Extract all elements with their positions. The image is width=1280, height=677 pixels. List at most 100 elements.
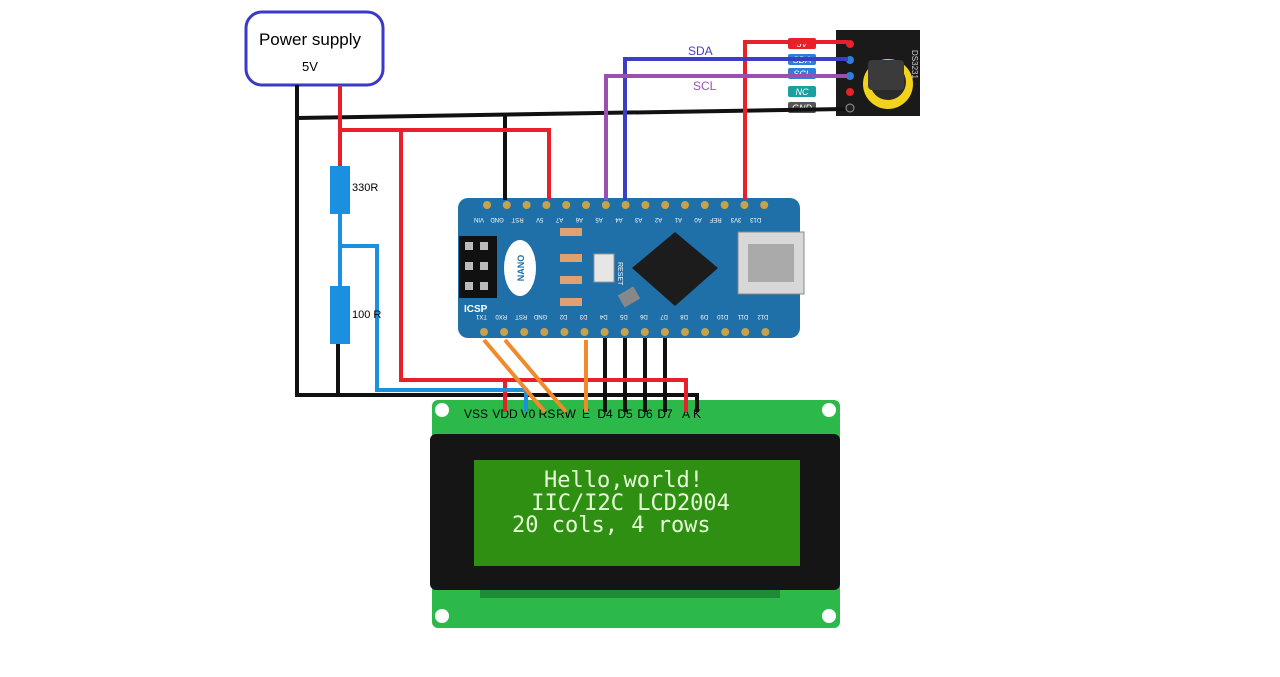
lcd-screen (474, 460, 800, 566)
top-pin-a1 (681, 201, 689, 209)
top-pin-gnd (502, 201, 511, 209)
bottom-pin-gnd (540, 328, 549, 336)
bottom-pin-label: TX1 (475, 313, 487, 319)
top-pin-3v3 (740, 201, 749, 209)
bottom-pin-label: D12 (757, 313, 769, 319)
top-pin-a4 (621, 201, 630, 209)
usb-port (748, 244, 794, 282)
top-pin-5v (542, 201, 551, 209)
lcd-pin-vdd: VDD (492, 407, 518, 421)
lcd-pin-rw: RW (556, 407, 576, 421)
reset-button[interactable] (593, 253, 615, 283)
bottom-pin-d2 (560, 328, 569, 336)
wire-rs (482, 338, 547, 414)
power-supply-voltage: 5V (302, 59, 318, 74)
resistor-330: 330R (330, 166, 378, 214)
resistor-330-body (330, 166, 350, 214)
resistor-100: 100 R (330, 286, 381, 344)
bottom-pin-d6 (640, 328, 649, 336)
lcd-pin-d7: D7 (657, 407, 673, 421)
top-pin-label: VIN (474, 216, 484, 222)
top-pin-label: RST (511, 216, 523, 222)
bottom-pin-label: RST (515, 313, 527, 319)
bottom-pin-d4 (600, 328, 609, 336)
bottom-pin-label: D10 (717, 313, 729, 319)
top-pin-label: A5 (595, 216, 603, 222)
rtc-chip (868, 60, 904, 90)
top-pin-a5 (601, 201, 610, 209)
wire-gnd-rtc (296, 107, 846, 120)
rtc-pin-nc (846, 88, 854, 96)
top-pin-vin (483, 201, 491, 209)
rtc-tag-nc-text: NC (796, 87, 809, 97)
led-tx (560, 276, 582, 284)
lcd-pin-d5: D5 (617, 407, 633, 421)
lcd-pin-k: K (693, 407, 701, 421)
rtc-pin-gnd (845, 103, 855, 113)
power-supply-box (244, 10, 385, 87)
lcd-pin-a: A (682, 407, 690, 421)
lcd-pin-d4: D4 (597, 407, 613, 421)
lcd-mount-hole-tr (822, 403, 836, 417)
top-pin-label: A4 (615, 216, 623, 222)
wire-sda (623, 57, 848, 200)
rtc-model-text: DS3231 (910, 50, 919, 79)
reset-label: RESET (616, 262, 623, 286)
bottom-pin-d5 (620, 328, 629, 336)
bottom-pin-tx1 (480, 328, 488, 336)
top-pin-label: 5V (536, 216, 543, 222)
led-rx (560, 298, 582, 306)
power-supply-title: Power supply (259, 30, 362, 49)
icsp-label: ICSP (464, 304, 488, 315)
rtc-tag-nc (788, 86, 816, 97)
wire-v0 (338, 214, 528, 412)
bottom-pin-d3 (580, 328, 589, 336)
lcd-line-2: IIC/I2C LCD2004 (518, 491, 730, 516)
top-pin-a2 (661, 201, 670, 209)
bottom-pin-label: D11 (737, 313, 748, 319)
wire-scl (604, 74, 848, 200)
wire-3v3-rtc (743, 40, 848, 200)
wire-5v-lcd-a (399, 130, 688, 412)
top-pin-label: A6 (575, 216, 583, 222)
wires (295, 40, 848, 414)
top-pin-a3 (641, 201, 650, 209)
top-pin-label: GND (490, 216, 504, 222)
bottom-pin-label: D7 (660, 313, 668, 319)
led-on (560, 254, 582, 262)
wire-5v-arduino (338, 85, 551, 200)
top-pin-label: A7 (555, 216, 563, 222)
bottom-pin-label: D8 (680, 313, 688, 319)
resistor-100-label: 100 R (352, 309, 381, 321)
lcd-pin-vss: VSS (464, 407, 488, 421)
nano-logo-bg (504, 240, 536, 296)
top-pin-a7 (562, 201, 571, 209)
top-pin-label: REF (709, 216, 721, 222)
bottom-pin-d9 (701, 328, 710, 336)
lcd-line-3: 20 cols, 4 rows (512, 513, 711, 538)
bottom-pin-label: D6 (639, 313, 647, 319)
bottom-pin-label: D3 (579, 313, 587, 319)
arduino-board (458, 198, 800, 338)
lcd-pin-d6: D6 (637, 407, 653, 421)
top-pin-label: A3 (634, 216, 642, 222)
power-supply: Power supply 5V (244, 10, 385, 87)
wire-gnd-main (295, 85, 699, 412)
top-pin-rst (522, 201, 531, 209)
mcu-chip (632, 232, 718, 306)
lcd-mount-hole-br (822, 609, 836, 623)
bottom-pin-label: D9 (700, 313, 708, 319)
top-pin-label: A2 (654, 216, 662, 222)
bottom-pin-d10 (721, 328, 730, 336)
top-pin-label: A1 (674, 216, 682, 222)
crystal (617, 286, 641, 308)
bottom-pin-d8 (681, 328, 689, 336)
lcd-mount-hole-tl (435, 403, 449, 417)
led-l (560, 228, 582, 236)
top-pin-label: D13 (750, 216, 762, 222)
lcd-mount-hole-bl (435, 609, 449, 623)
